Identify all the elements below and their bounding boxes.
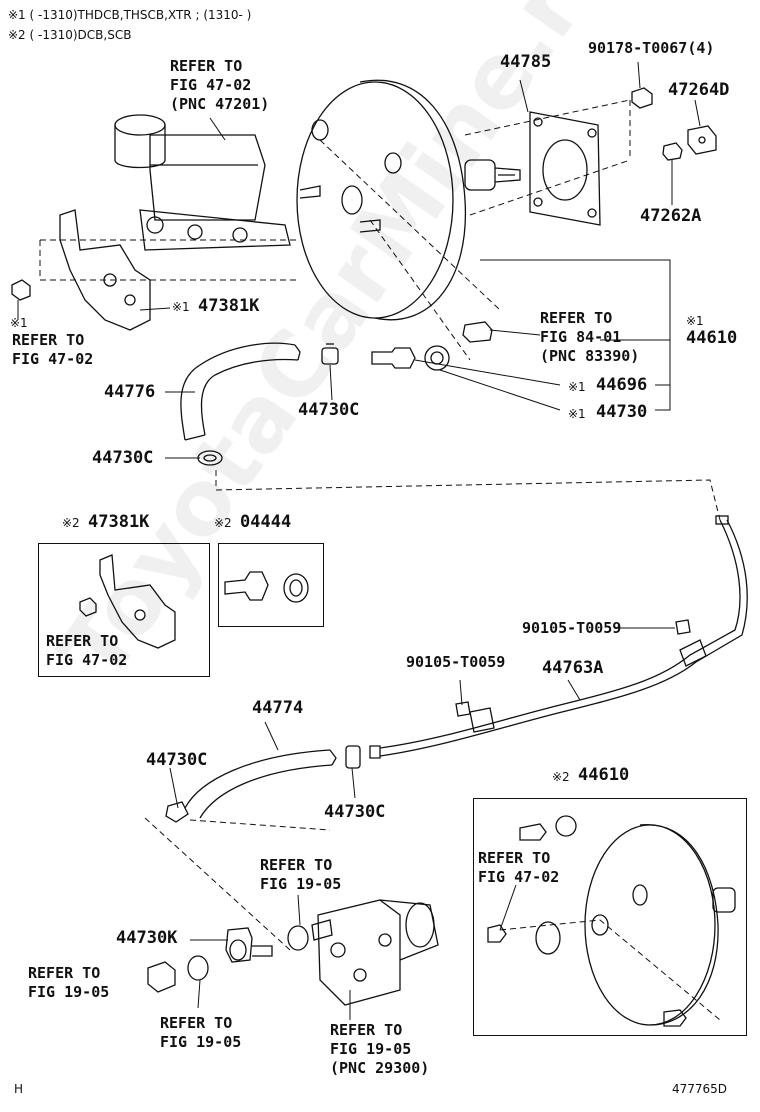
- clamp-44730c-a-drawing: [321, 343, 339, 365]
- sensor-84-01-drawing: [462, 321, 493, 343]
- clevis-47264d-drawing: [687, 125, 717, 155]
- clamp-44730c-b-drawing: [197, 450, 223, 466]
- inset-47381k-ref-line1: REFER TO: [46, 632, 119, 650]
- refer-19-05-mid-line2: FIG 19-05: [160, 1033, 242, 1051]
- note-line-2: ※2 ( -1310)DCB,SCB: [8, 28, 132, 42]
- inset-04444-title: 04444: [240, 512, 292, 532]
- note-line-1: ※1 ( -1310)THDCB,THSCB,XTR ; (1310- ): [8, 8, 252, 22]
- inset-44610-box: [473, 798, 747, 1036]
- union-44730k-drawing: [225, 927, 273, 963]
- part-47381k: 47381K: [198, 296, 260, 316]
- refer-47-02-top-line3: (PNC 47201): [170, 95, 270, 113]
- plug-19-05-drawing: [147, 961, 176, 993]
- gasket-mid-19-05-drawing: [187, 955, 209, 981]
- vacuum-pipe-44763a-drawing: [369, 515, 748, 759]
- refer-19-05-top-line1: REFER TO: [260, 856, 333, 874]
- bolt-90105-mid-drawing: [455, 701, 471, 717]
- part-47264d: 47264D: [668, 80, 730, 100]
- part-44785: 44785: [500, 52, 552, 72]
- clamp-44730c-d-drawing: [345, 745, 361, 769]
- left-ref-line2: FIG 47-02: [12, 350, 94, 368]
- part-90178-t0067: 90178-T0067(4): [588, 39, 715, 57]
- vacuum-pump-drawing: [311, 899, 439, 1006]
- part-44696-note-mark: ※1: [568, 380, 586, 394]
- nut-90178-drawing: [631, 87, 653, 109]
- refer-19-05-pump-line2: FIG 19-05: [330, 1040, 412, 1058]
- part-44730: 44730: [596, 402, 648, 422]
- refer-47-02-top-line1: REFER TO: [170, 57, 243, 75]
- corner-mark: H: [14, 1082, 24, 1096]
- inset-47381k-title: 47381K: [88, 512, 150, 532]
- part-44730-note-mark: ※1: [568, 407, 586, 421]
- part-44730c-upper: 44730C: [298, 400, 360, 420]
- part-90105-t0059-right: 90105-T0059: [522, 619, 622, 637]
- refer-19-05-mid-line1: REFER TO: [160, 1014, 233, 1032]
- figure-code: 477765D: [672, 1082, 728, 1096]
- part-44696: 44696: [596, 375, 648, 395]
- bracket-inset-drawing: [79, 554, 176, 649]
- grommet-44730-drawing: [424, 345, 450, 371]
- part-44730c-left: 44730C: [92, 448, 154, 468]
- vacuum-hose-44774-drawing: [184, 749, 337, 819]
- refer-19-05-top-line2: FIG 19-05: [260, 875, 342, 893]
- vacuum-hose-44776-drawing: [180, 342, 301, 441]
- brake-booster-small-drawing: [487, 815, 736, 1027]
- part-44763a: 44763A: [542, 658, 604, 678]
- gasket-plate-drawing: [529, 111, 601, 226]
- inset-44610-ref-line1: REFER TO: [478, 849, 551, 867]
- refer-19-05-left-line1: REFER TO: [28, 964, 101, 982]
- part-90105-t0059-mid: 90105-T0059: [406, 653, 506, 671]
- inset-44610-note-mark: ※2: [552, 770, 570, 784]
- left-ref-line1: REFER TO: [12, 331, 85, 349]
- inset-47381k-note-mark: ※2: [62, 516, 80, 530]
- refer-19-05-pump-line1: REFER TO: [330, 1021, 403, 1039]
- refer-84-01-line2: FIG 84-01: [540, 328, 622, 346]
- part-47381k-note-mark: ※1: [172, 300, 190, 314]
- refer-47-02-top-line2: FIG 47-02: [170, 76, 252, 94]
- part-44610: 44610: [686, 328, 738, 348]
- refer-19-05-left-line2: FIG 19-05: [28, 983, 110, 1001]
- part-44730c-lower-left: 44730C: [146, 750, 208, 770]
- bracket-47381k-drawing: [59, 209, 151, 331]
- valve-04444-drawing: [224, 571, 309, 603]
- nut-47262a-drawing: [662, 142, 683, 161]
- master-cylinder-drawing: [114, 114, 381, 251]
- inset-47381k-box: [38, 543, 210, 677]
- refer-84-01-line1: REFER TO: [540, 309, 613, 327]
- gasket-top-19-05-drawing: [287, 925, 309, 951]
- bolt-90105-right-drawing: [675, 619, 691, 635]
- inset-44610-title: 44610: [578, 765, 630, 785]
- check-valve-44696-drawing: [371, 347, 416, 369]
- inset-44610-ref-line2: FIG 47-02: [478, 868, 560, 886]
- part-44730c-lower-right: 44730C: [324, 802, 386, 822]
- brake-booster-drawing: [296, 79, 521, 321]
- part-44776: 44776: [104, 382, 156, 402]
- inset-04444-box: [218, 543, 324, 627]
- clamp-44730c-c-drawing: [165, 801, 189, 823]
- part-44610-note-mark: ※1: [686, 314, 704, 328]
- inset-04444-note-mark: ※2: [214, 516, 232, 530]
- nut-left-drawing: [11, 279, 31, 301]
- part-44774: 44774: [252, 698, 304, 718]
- inset-47381k-ref-line2: FIG 47-02: [46, 651, 128, 669]
- left-ref-note-mark: ※1: [10, 316, 28, 330]
- part-44730k: 44730K: [116, 928, 178, 948]
- part-47262a: 47262A: [640, 206, 702, 226]
- refer-19-05-pump-line3: (PNC 29300): [330, 1059, 430, 1077]
- refer-84-01-line3: (PNC 83390): [540, 347, 640, 365]
